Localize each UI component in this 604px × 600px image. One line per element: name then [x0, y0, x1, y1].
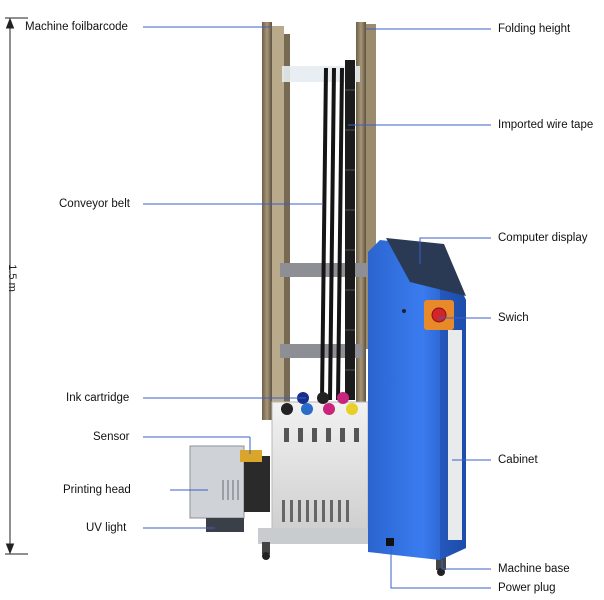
callout-cabinet: Cabinet: [498, 454, 538, 466]
callout-sensor: Sensor: [93, 431, 130, 443]
leader-lines-left: [143, 26, 322, 529]
callout-computer-display: Computer display: [498, 232, 588, 244]
callout-power-plug: Power plug: [498, 582, 556, 594]
callout-swich: Swich: [498, 312, 529, 324]
ink-module-illustration: [271, 392, 369, 531]
printing-head-illustration: [189, 445, 270, 532]
conveyor-belt-illustration: [320, 67, 344, 401]
wire-tape-illustration: [345, 60, 355, 400]
height-dimension-arrow: [5, 17, 28, 555]
base-platform: [258, 528, 446, 576]
callout-machine-foilbarcode: Machine foilbarcode: [25, 21, 128, 33]
callout-uv-light: UV light: [86, 522, 127, 534]
leader-lines-right: [348, 28, 491, 589]
vertical-frame: [262, 22, 378, 420]
cabinet-illustration: [368, 238, 466, 560]
callout-conveyor-belt: Conveyor belt: [59, 198, 130, 210]
callout-ink-cartridge: Ink cartridge: [66, 392, 130, 404]
callout-imported-wire-tape: Imported wire tape: [498, 119, 594, 131]
callout-printing-head: Printing head: [63, 484, 131, 496]
callout-folding-height: Folding height: [498, 23, 571, 35]
callout-machine-base: Machine base: [498, 563, 570, 575]
dimension-label: 1.5 m: [5, 264, 18, 292]
